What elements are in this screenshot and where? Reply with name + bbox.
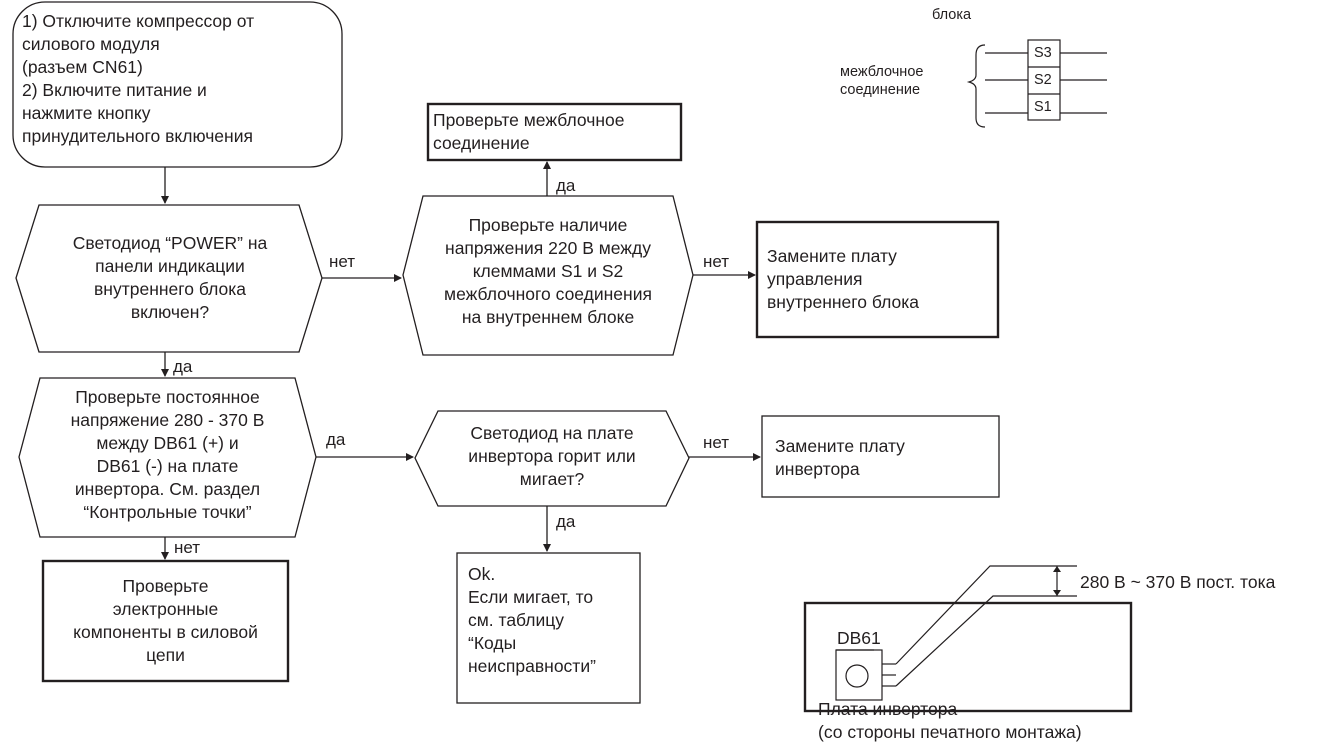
dc-voltage-question: Проверьте постоянное напряжение 280 - 37… — [30, 386, 305, 524]
question-line: мигает? — [519, 469, 585, 489]
box-line: внутреннего блока — [767, 292, 919, 312]
power-led-question: Светодиод “POWER” на панели индикации вн… — [30, 232, 310, 324]
start-line: 1) Отключите компрессор от — [22, 11, 255, 31]
terminal-diagram-lines — [966, 39, 1107, 128]
question-line: “Контрольные точки” — [83, 502, 252, 522]
box-line: “Коды — [468, 633, 517, 653]
replace-indoor-box-shape — [755, 220, 1000, 339]
question-line: между DB61 (+) и — [96, 433, 239, 453]
question-line: межблочного соединения — [444, 284, 652, 304]
label-dc-no: нет — [174, 538, 201, 557]
box-line: Проверьте межблочное — [433, 110, 625, 130]
label-v220-no: нет — [703, 252, 730, 271]
inverter-diagram-lines — [835, 565, 1077, 701]
replace-inverter-box-shape — [761, 415, 1000, 498]
check-interconnect-text: Проверьте межблочное соединение — [433, 109, 679, 155]
decision-220v-shape — [402, 195, 694, 356]
question-line: Светодиод “POWER” на — [72, 233, 268, 253]
label-power-yes: да — [173, 357, 193, 376]
inverter-led-question: Светодиод на плате инвертора горит или м… — [425, 422, 679, 491]
voltage-range-label: 280 В ~ 370 В пост. тока — [1080, 572, 1276, 592]
question-line: инвертора. См. раздел — [74, 479, 261, 499]
label-power-no: нет — [329, 252, 356, 271]
box-line: инвертора — [775, 459, 860, 479]
question-line: напряжения 220 В между — [445, 238, 651, 258]
replace-indoor-board-text: Замените плату управления внутреннего бл… — [767, 245, 995, 314]
question-line: на внутреннем блоке — [461, 307, 635, 327]
box-line: Если мигает, то — [468, 587, 594, 607]
label-dc-yes: да — [326, 430, 346, 449]
ok-box-shape — [456, 552, 641, 704]
box-line: управления — [767, 269, 863, 289]
question-line: инвертора горит или — [468, 446, 636, 466]
terminal-s1: S1 — [1034, 99, 1052, 115]
box-line: цепи — [146, 645, 185, 665]
bracket-label-line: соединение — [840, 82, 921, 98]
question-line: напряжение 280 - 370 В — [70, 410, 265, 430]
db61-label: DB61 — [837, 628, 881, 648]
terminal-s3: S3 — [1034, 45, 1052, 61]
check-power-components-box-shape — [41, 559, 290, 683]
box-line: электронные — [112, 599, 219, 619]
question-line: панели индикации — [95, 256, 245, 276]
question-line: включен? — [130, 302, 210, 322]
replace-inverter-board-text: Замените плату инвертора — [775, 435, 995, 481]
bracket-label-line: межблочное — [840, 64, 924, 80]
check-power-components-text: Проверьте электронные компоненты в силов… — [45, 575, 286, 667]
question-line: Проверьте постоянное — [75, 387, 260, 407]
start-line: принудительного включения — [22, 126, 253, 146]
box-line: Замените плату — [775, 436, 905, 456]
voltage-220-question: Проверьте наличие напряжения 220 В между… — [410, 214, 686, 329]
terminal-s2: S2 — [1034, 72, 1052, 88]
decision-inverter-led-shape — [414, 410, 690, 507]
label-led-yes: да — [556, 512, 576, 531]
decision-power-led-shape — [15, 204, 323, 353]
question-line: DB61 (-) на плате — [96, 456, 239, 476]
caption-line: Плата инвертора — [818, 699, 958, 719]
caption-line: (со стороны печатного монтажа) — [818, 722, 1082, 742]
box-line: см. таблицу — [468, 610, 565, 630]
box-line: Замените плату — [767, 246, 897, 266]
question-line: Проверьте наличие — [468, 215, 628, 235]
box-line: Проверьте — [122, 576, 209, 596]
terminal-top-caption: блока — [932, 7, 972, 23]
start-line: 2) Включите питание и — [22, 80, 207, 100]
start-line: силового модуля — [22, 34, 160, 54]
inverter-board-caption: Плата инвертора (со стороны печатного мо… — [818, 698, 1118, 744]
decision-dc-voltage-shape — [18, 377, 317, 538]
bracket — [966, 44, 986, 128]
start-line: нажмите кнопку — [22, 103, 151, 123]
start-line: (разъем CN61) — [22, 57, 143, 77]
box-line: Ok. — [468, 564, 496, 584]
question-line: внутреннего блока — [94, 279, 246, 299]
db61-component — [835, 649, 883, 701]
label-led-no: нет — [703, 433, 730, 452]
interconnect-bracket-label: межблочное соединение — [840, 63, 970, 99]
ok-box-text: Ok. Если мигает, то см. таблицу “Коды не… — [468, 563, 638, 678]
question-line: клеммами S1 и S2 — [472, 261, 624, 281]
box-line: компоненты в силовой — [73, 622, 258, 642]
inverter-board-outline — [803, 601, 1133, 713]
label-v220-yes: да — [556, 176, 576, 195]
box-line: соединение — [433, 133, 530, 153]
start-box-text: 1) Отключите компрессор от силового моду… — [22, 10, 340, 148]
check-interconnect-box-shape — [426, 102, 683, 162]
box-line: неисправности” — [468, 656, 596, 676]
start-box-shape — [12, 1, 343, 168]
question-line: Светодиод на плате — [470, 423, 634, 443]
